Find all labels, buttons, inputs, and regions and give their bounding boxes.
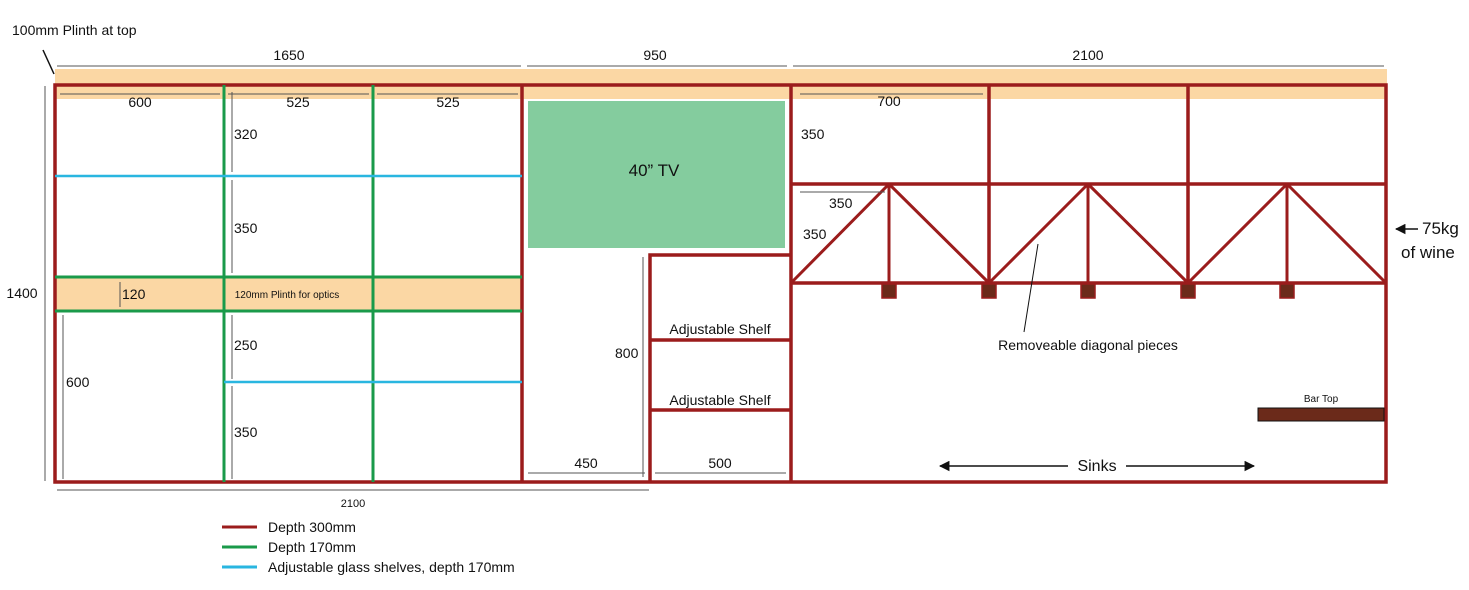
w-500-label: 500 (708, 455, 732, 471)
wine-label-line2: of wine (1401, 243, 1455, 262)
col-b-label: 525 (286, 94, 310, 110)
sinks-label: Sinks (1077, 458, 1116, 475)
shelf-2-label: Adjustable Shelf (669, 392, 770, 408)
diagonal-pointer-line (1023, 243, 1039, 333)
bottom-width-label: 2100 (341, 498, 365, 510)
tv-label: 40” TV (629, 161, 680, 180)
wine-label-line1: 75kg (1422, 219, 1459, 238)
rack-support-blocks (881, 283, 1295, 299)
dimension-lines (44, 65, 1384, 491)
legend: Depth 300mm Depth 170mm Adjustable glass… (222, 519, 515, 575)
h-350-upper-label: 350 (234, 220, 258, 236)
h-350-right-top-label: 350 (801, 126, 825, 142)
optics-plinth-label: 120mm Plinth for optics (235, 290, 340, 301)
h-350-right-rack-label: 350 (803, 226, 827, 242)
tv-rectangle (528, 101, 785, 248)
col-a-label: 600 (128, 94, 152, 110)
diagonal-pieces-label: Removeable diagonal pieces (998, 337, 1178, 353)
optics-plinth (55, 278, 522, 310)
shelf-1-label: Adjustable Shelf (669, 321, 770, 337)
h-600-label: 600 (66, 374, 90, 390)
width-left-label: 1650 (273, 47, 304, 63)
bar-top (1257, 407, 1385, 422)
legend-label-glass: Adjustable glass shelves, depth 170mm (268, 559, 515, 575)
h-350-right-diag-label: 350 (829, 195, 853, 211)
h-350-lower-label: 350 (234, 424, 258, 440)
height-total-label: 1400 (6, 285, 37, 301)
col-c-label: 525 (436, 94, 460, 110)
h-250-label: 250 (234, 337, 258, 353)
h-320-label: 320 (234, 126, 258, 142)
glass-shelves (55, 174, 522, 384)
width-mid-label: 950 (643, 47, 667, 63)
w-450-label: 450 (574, 455, 598, 471)
h-800-label: 800 (615, 345, 639, 361)
w-700-label: 700 (877, 93, 901, 109)
depth-170-structure (55, 85, 522, 482)
bar-top-label: Bar Top (1304, 394, 1339, 405)
plinth-pointer-line (42, 49, 55, 75)
legend-label-depth-170: Depth 170mm (268, 539, 356, 555)
width-right-label: 2100 (1072, 47, 1103, 63)
plinth-top-label: 100mm Plinth at top (12, 22, 137, 38)
plinth-h-label: 120 (122, 286, 146, 302)
legend-label-depth-300: Depth 300mm (268, 519, 356, 535)
removeable-diagonal-pieces (789, 182, 1388, 285)
